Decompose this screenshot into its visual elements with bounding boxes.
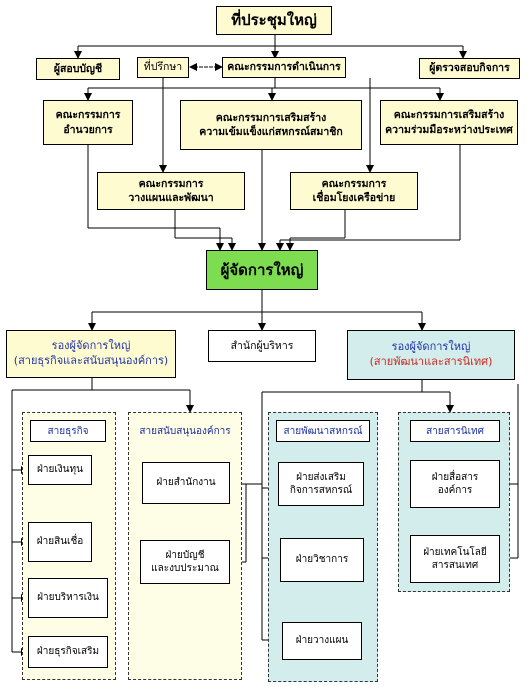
info-line-heading: สายสารนิเทศ <box>410 420 500 442</box>
communications-unit-box: ฝ่ายสื่อสาร องค์การ <box>410 460 500 508</box>
deputy-right-sub: (สายพัฒนาและสารนิเทศ) <box>369 355 493 368</box>
deputy-left-box: รองผู้จัดการใหญ่ (สายธุรกิจและสนับสนุนอง… <box>6 330 176 378</box>
strengthen-intl-line2: ความร่วมมือระหว่างประเทศ <box>385 123 513 136</box>
general-meeting-label: ที่ประชุมใหญ่ <box>231 11 317 30</box>
inspector-box: ผู้ตรวจสอบกิจการ <box>419 58 520 79</box>
coop-dev-line-heading: สายพัฒนาสหกรณ์ <box>276 420 370 442</box>
ancillary-unit-box: ฝ่ายธุรกิจเสริม <box>28 636 108 668</box>
strengthen-intl-line1: คณะกรรมการเสริมสร้าง <box>393 109 505 122</box>
support-line-heading-label: สายสนับสนุนองค์การ <box>139 425 231 437</box>
coop-promotion-line1: ฝ่ายส่งเสริม <box>296 471 346 483</box>
it-unit-box: ฝ่ายเทคโนโลยี สารสนเทศ <box>410 535 500 583</box>
coop-promotion-line2: กิจการสหกรณ์ <box>289 485 353 496</box>
coop-promotion-unit-box: ฝ่ายส่งเสริม กิจการสหกรณ์ <box>278 462 364 506</box>
accounting-unit-box: ฝ่ายบัญชี และงบประมาณ <box>140 540 230 584</box>
info-line-heading-label: สายสารนิเทศ <box>426 425 484 437</box>
network-committee-line2: เชื่อมโยงเครือข่าย <box>312 192 396 204</box>
it-unit-line1: ฝ่ายเทคโนโลยี <box>423 546 487 558</box>
executive-office-label: สำนักผู้บริหาร <box>230 339 294 352</box>
network-committee-line1: คณะกรรมการ <box>321 177 387 190</box>
planning-committee-line1: คณะกรรมการ <box>138 177 204 190</box>
office-unit-box: ฝ่ายสำนักงาน <box>142 462 230 504</box>
academic-unit-box: ฝ่ายวิชาการ <box>280 538 364 582</box>
communications-line1: ฝ่ายสื่อสาร <box>431 471 479 483</box>
auditor-label: ผู้สอบบัญชี <box>53 62 103 75</box>
admin-committee-box: คณะกรรมการ อำนวยการ <box>43 100 133 145</box>
advisor-box: ที่ปรึกษา <box>137 57 189 78</box>
board-label: คณะกรรมการดำเนินการ <box>227 61 341 74</box>
general-meeting-box: ที่ประชุมใหญ่ <box>216 6 332 35</box>
deputy-right-box: รองผู้จัดการใหญ่ (สายพัฒนาและสารนิเทศ) <box>347 330 515 380</box>
academic-unit-label: ฝ่ายวิชาการ <box>295 554 349 566</box>
coop-dev-line-heading-label: สายพัฒนาสหกรณ์ <box>283 425 363 437</box>
it-unit-line2: สารสนเทศ <box>431 560 479 571</box>
strengthen-members-committee-box: คณะกรรมการเสริมสร้าง ความเข้มแข็งแก่สหกร… <box>180 100 362 150</box>
network-committee-box: คณะกรรมการ เชื่อมโยงเครือข่าย <box>290 172 418 210</box>
credit-unit-box: ฝ่ายสินเชื่อ <box>28 522 92 562</box>
accounting-unit-line1: ฝ่ายบัญชี <box>165 549 205 561</box>
capital-unit-label: ฝ่ายเงินทุน <box>37 464 83 476</box>
general-manager-box: ผู้จัดการใหญ่ <box>206 250 318 290</box>
strengthen-members-line2: ความเข้มแข็งแก่สหกรณ์สมาชิก <box>199 126 343 138</box>
planning-committee-line2: วางแผนและพัฒนา <box>128 192 214 204</box>
admin-committee-line2: อำนวยการ <box>63 123 113 136</box>
ancillary-unit-label: ฝ่ายธุรกิจเสริม <box>36 646 100 658</box>
office-unit-label: ฝ่ายสำนักงาน <box>156 477 216 489</box>
deputy-right-title: รองผู้จัดการใหญ่ <box>391 340 471 354</box>
support-line-heading: สายสนับสนุนองค์การ <box>133 420 237 442</box>
accounting-unit-line2: และงบประมาณ <box>151 563 219 574</box>
auditor-box: ผู้สอบบัญชี <box>36 58 120 80</box>
capital-unit-box: ฝ่ายเงินทุน <box>28 455 92 485</box>
communications-line2: องค์การ <box>437 485 473 496</box>
inspector-label: ผู้ตรวจสอบกิจการ <box>429 62 510 75</box>
credit-unit-label: ฝ่ายสินเชื่อ <box>36 536 84 548</box>
deputy-left-title: รองผู้จัดการใหญ่ <box>51 339 131 353</box>
deputy-left-sub: (สายธุรกิจและสนับสนุนองค์การ) <box>13 354 169 367</box>
treasury-unit-box: ฝ่ายบริหารเงิน <box>28 578 108 618</box>
strengthen-members-line1: คณะกรรมการเสริมสร้าง <box>215 111 327 124</box>
strengthen-intl-committee-box: คณะกรรมการเสริมสร้าง ความร่วมมือระหว่างป… <box>380 100 518 145</box>
advisor-label: ที่ปรึกษา <box>143 61 183 74</box>
planning-unit-box: ฝ่ายวางแผน <box>282 622 362 660</box>
planning-committee-box: คณะกรรมการ วางแผนและพัฒนา <box>97 172 245 210</box>
admin-committee-line1: คณะกรรมการ <box>55 109 121 122</box>
general-manager-label: ผู้จัดการใหญ่ <box>220 260 304 279</box>
board-box: คณะกรรมการดำเนินการ <box>222 57 346 78</box>
business-line-heading: สายธุรกิจ <box>30 420 106 442</box>
business-line-heading-label: สายธุรกิจ <box>47 425 89 437</box>
executive-office-box: สำนักผู้บริหาร <box>208 330 316 362</box>
treasury-unit-label: ฝ่ายบริหารเงิน <box>37 592 99 604</box>
planning-unit-label: ฝ่ายวางแผน <box>295 635 349 647</box>
